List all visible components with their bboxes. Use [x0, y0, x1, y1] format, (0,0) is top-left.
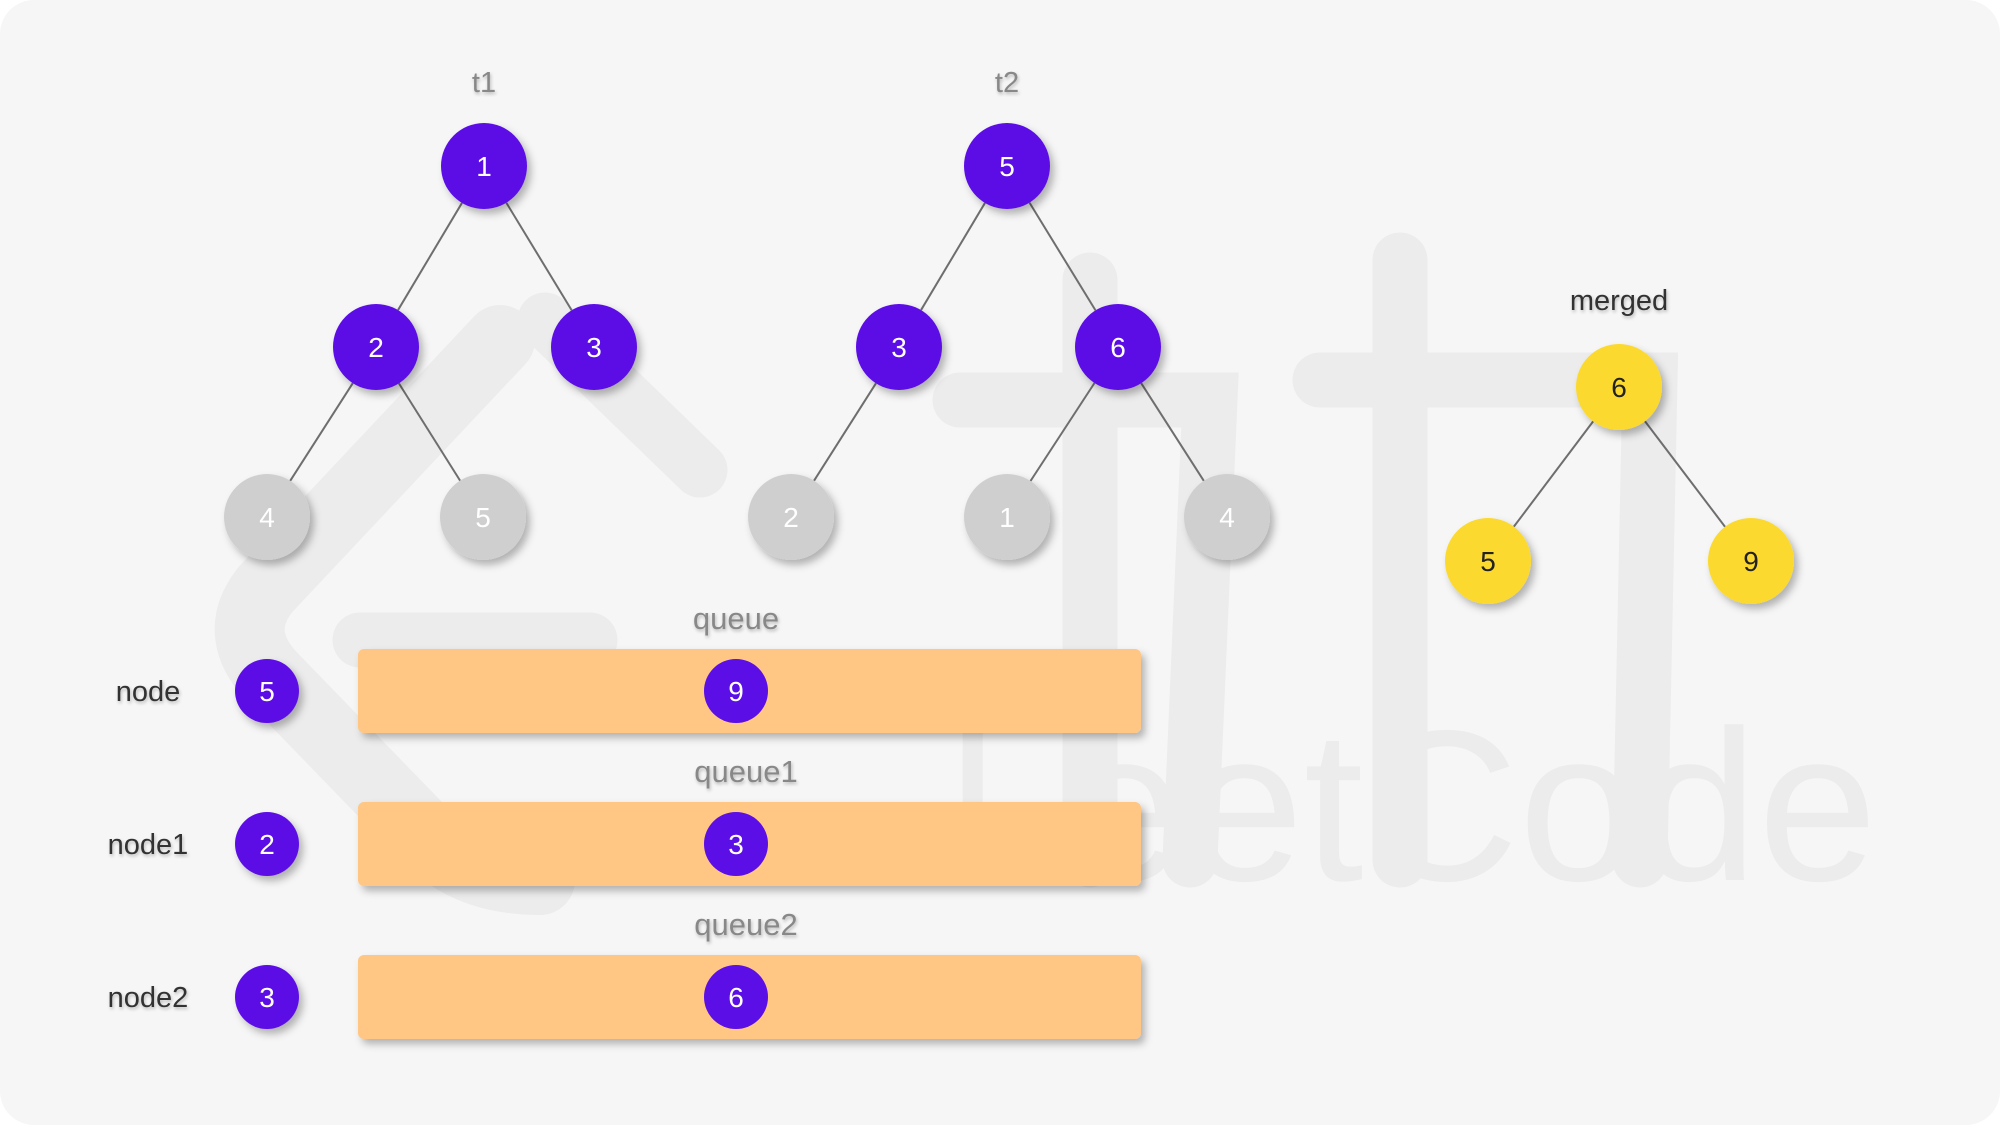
tree-edge — [398, 382, 461, 482]
queue-item-circle — [704, 965, 768, 1029]
tree-t1: t1 1 2 3 4 5 — [224, 67, 637, 560]
tree-node-value: 3 — [586, 332, 602, 363]
tree-node: 3 — [856, 304, 942, 390]
tree-node: 6 — [1075, 304, 1161, 390]
tree-node: 5 — [440, 474, 526, 560]
queue-item: 3 — [704, 812, 768, 876]
tree-label-t1: t1 — [472, 67, 496, 99]
tree-node-value: 6 — [1611, 372, 1627, 403]
tree-node-value: 3 — [891, 332, 907, 363]
tree-node-circle — [964, 474, 1050, 560]
tree-node-circle — [440, 474, 526, 560]
current-node-value: 2 — [259, 829, 275, 860]
tree-node-value: 1 — [476, 151, 492, 182]
current-node: 2 — [235, 812, 299, 876]
current-node-circle — [235, 965, 299, 1029]
tree-node: 2 — [748, 474, 834, 560]
tree-node-circle — [1445, 518, 1531, 604]
queue-label: queue — [693, 601, 779, 636]
tree-node-value: 4 — [259, 502, 275, 533]
tree-node-value: 5 — [999, 151, 1015, 182]
current-node: 3 — [235, 965, 299, 1029]
current-node: 5 — [235, 659, 299, 723]
tree-edge — [397, 202, 463, 311]
tree-node-circle — [1184, 474, 1270, 560]
current-node-value: 3 — [259, 982, 275, 1013]
trees: t1 1 2 3 4 5 t2 5 3 6 2 1 4 merged 6 5 9 — [224, 67, 1794, 604]
tree-node: 3 — [551, 304, 637, 390]
tree-node: 2 — [333, 304, 419, 390]
current-node-circle — [235, 812, 299, 876]
tree-node-circle — [856, 304, 942, 390]
tree-node-circle — [1708, 518, 1794, 604]
tree-node: 4 — [1184, 474, 1270, 560]
tree-label-merged: merged — [1570, 285, 1668, 317]
tree-node-value: 2 — [783, 502, 799, 533]
queue-label: queue1 — [694, 754, 797, 789]
row-label: node — [116, 676, 181, 708]
queue-label: queue2 — [694, 907, 797, 942]
queue-rows: node 5 queue 9 node1 2 queue1 3 node2 3 queue2 6 — [108, 601, 1141, 1039]
queue-item-value: 9 — [728, 676, 744, 707]
tree-node-value: 6 — [1110, 332, 1126, 363]
tree-node-circle — [441, 123, 527, 209]
tree-node-value: 5 — [1480, 546, 1496, 577]
tree-node-value: 4 — [1219, 502, 1235, 533]
tree-merged: merged 6 5 9 — [1445, 285, 1794, 604]
tree-label-t2: t2 — [995, 67, 1019, 99]
tree-t2: t2 5 3 6 2 1 4 — [748, 67, 1270, 560]
tree-node: 9 — [1708, 518, 1794, 604]
tree-node-value: 1 — [999, 502, 1015, 533]
queue-row: node2 3 queue2 6 — [108, 907, 1141, 1039]
tree-edges — [289, 202, 1726, 528]
tree-node-circle — [551, 304, 637, 390]
tree-node: 5 — [1445, 518, 1531, 604]
tree-node-circle — [224, 474, 310, 560]
tree-node: 1 — [441, 123, 527, 209]
tree-node-value: 2 — [368, 332, 384, 363]
row-label: node1 — [108, 829, 189, 861]
tree-edge — [920, 202, 986, 311]
current-node-circle — [235, 659, 299, 723]
queue-item-value: 6 — [728, 982, 744, 1013]
queue-item-value: 3 — [728, 829, 744, 860]
row-label: node2 — [108, 982, 189, 1014]
tree-node: 1 — [964, 474, 1050, 560]
queue-item-circle — [704, 659, 768, 723]
tree-node: 6 — [1576, 344, 1662, 430]
queue-item: 9 — [704, 659, 768, 723]
current-node-value: 5 — [259, 676, 275, 707]
queue-item-circle — [704, 812, 768, 876]
tree-node: 4 — [224, 474, 310, 560]
tree-edge — [1513, 420, 1594, 528]
tree-node-circle — [1576, 344, 1662, 430]
queue-item: 6 — [704, 965, 768, 1029]
tree-node-circle — [748, 474, 834, 560]
tree-node-circle — [964, 123, 1050, 209]
tree-node-circle — [1075, 304, 1161, 390]
tree-node: 5 — [964, 123, 1050, 209]
tree-edge — [1029, 382, 1096, 482]
tree-node-circle — [333, 304, 419, 390]
tree-edge — [289, 382, 354, 482]
tree-node-value: 5 — [475, 502, 491, 533]
tree-edge — [505, 202, 573, 311]
queue-row: node 5 queue 9 — [116, 601, 1141, 733]
queue-row: node1 2 queue1 3 — [108, 754, 1141, 886]
tree-edge — [1140, 382, 1205, 482]
tree-edge — [813, 382, 877, 482]
tree-edge — [1028, 202, 1097, 311]
tree-node-value: 9 — [1743, 546, 1759, 577]
tree-edge — [1644, 420, 1726, 528]
